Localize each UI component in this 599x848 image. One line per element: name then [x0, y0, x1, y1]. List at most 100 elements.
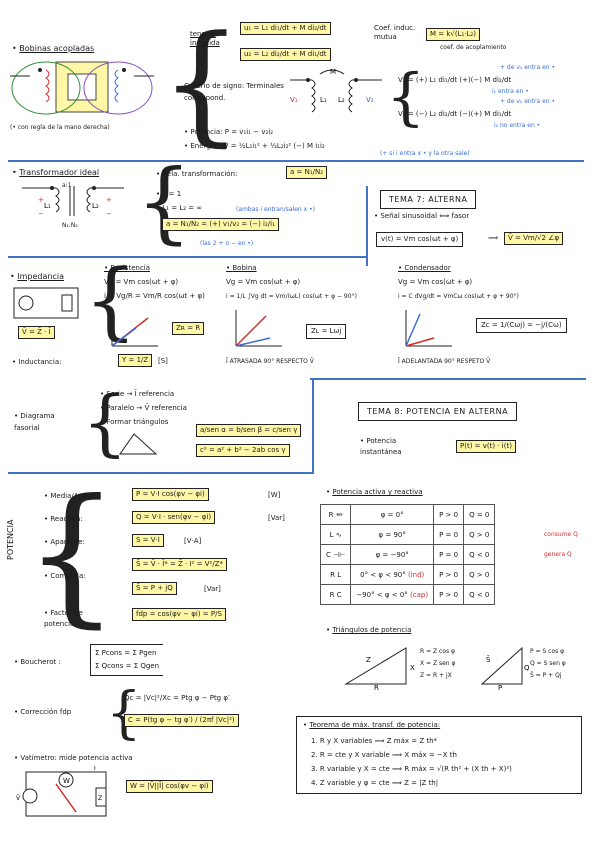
media-eq: P = V·I cos(φv − φi)	[132, 488, 209, 501]
aparente-unit: [V·A]	[184, 537, 202, 545]
aparente-label: • Aparente:	[44, 538, 85, 546]
eq-u2: u₂ = L₂ di₂/dt + M di₁/dt	[240, 48, 331, 61]
tema8-inst-eq: P(t) = v(t) · i(t)	[456, 440, 516, 453]
energia-eq: • Energía: W = ½L₁i₁² + ½L₂i₂² (−) M i₁i…	[184, 142, 325, 150]
fdp-eq: fdp = cos(φv − φi) = P/S	[132, 608, 226, 621]
compleja-unit: [Var]	[204, 585, 221, 593]
relation-label: • Rela. transformación:	[156, 170, 238, 178]
element-l-icon: L ∿	[319, 524, 352, 545]
transformer-big-note: (las 2 + o − en •)	[200, 240, 254, 247]
correction-eq1: Qc = |Vc|²/Xc = Ptg φ − Ptg φ′	[124, 694, 230, 702]
coef-note: coef. de acoplamiento	[440, 44, 507, 51]
divider-3	[310, 378, 586, 380]
diagram-serie: • Serie → Ī referencia	[100, 390, 175, 398]
transformer-title: • Transformador ideal	[12, 168, 100, 177]
resistencia-title: • Resistencia	[104, 264, 151, 272]
inductancia-eq: Y = 1/Z	[118, 354, 153, 367]
k-eq: • k = 1	[156, 190, 182, 198]
zc-eq: Zᴄ = 1/(Cωj) = −j/(Cω)	[476, 318, 567, 333]
v1-eq: V₁ = (+) L₁ di₁/dt (+)(−) M di₂/dt	[398, 76, 512, 84]
s-triangle-p: P	[498, 684, 502, 690]
maxpower-item-1: 1. R y X variables ⟹ Z máx = Z th*	[311, 737, 438, 745]
watt-eq: W = |V̄||Ī| cos(φv − φi)	[126, 780, 213, 793]
correction-brace: {	[106, 686, 142, 742]
maxpower-item-4: 4. Z variable y φ = cte ⟹ Z = |Z th|	[311, 779, 439, 787]
potencia-side: POTENCIA	[6, 519, 15, 560]
fdp-label: • Factor de potencia:	[44, 609, 83, 628]
criterio-v1: V₁	[290, 96, 298, 104]
diagram-paralelo: • Paralelo → V̄ referencia	[100, 404, 187, 412]
l-eq: • L₁ = L₂ = ∞	[156, 204, 203, 212]
z-eq-1: X = Z sen φ	[420, 660, 456, 667]
maxpower-box: • Teorema de máx. transf. de potencia: 1…	[296, 716, 582, 794]
s-eq-0: P = S cos φ	[530, 648, 565, 655]
transformer-l1: L₁	[44, 202, 51, 210]
zl-eq: Zʟ = Lωj	[306, 324, 347, 339]
resistencia-l1: Vg = Vm cos(ωt + φ)	[104, 278, 179, 286]
impedance-title: • Impedancia	[10, 272, 64, 281]
consume-note: consume Q	[544, 531, 578, 538]
boucherot-eq2: Σ Qcons = Σ Qgen	[95, 662, 160, 670]
note-v1: + de v₁ entra en •	[500, 64, 556, 71]
impedance-eq: V̄ = Z̄ · Ī	[18, 326, 55, 339]
tema7-senal: • Señal sinusoidal ⟺ fasor	[374, 212, 470, 220]
diagram-cosine: c² = a² + b² − 2ab cos γ	[196, 444, 290, 457]
tema7-eq-time: v(t) = Vm cos(ωt + φ)	[376, 232, 464, 247]
reactiva-unit: [Var]	[268, 514, 285, 522]
energia-note: (+ si i entra x • y la otra sale)	[380, 150, 470, 157]
s-triangle-q: Q	[524, 664, 530, 672]
s-eq-1: Q = S sen φ	[530, 660, 566, 667]
potencia-brace: {	[24, 468, 120, 642]
z-triangle: Z X R	[344, 647, 415, 690]
coupled-title: • Bobinas acopladas	[12, 44, 95, 53]
diagram-brace: {	[82, 380, 128, 464]
condensador-title: • Condensador	[398, 264, 451, 272]
genera-note: genera Q	[544, 551, 572, 558]
wattmeter-i: Ī	[94, 766, 96, 772]
condensador-l1: Vg = Vm cos(ωt + φ)	[398, 278, 473, 286]
compleja-eq1: S̄ = V̄ · Ī* = Z̄ · I² = V²/Z*	[132, 558, 228, 571]
coef-label: Coef. induc. mutua	[374, 24, 416, 41]
wattmeter-src: V̄	[16, 795, 21, 802]
z-eq-0: R = Z cos φ	[420, 648, 455, 655]
resistencia-l2: i = Vg/R = Vm/R cos(ωt + φ)	[104, 292, 205, 300]
z-triangle-r: R	[374, 684, 379, 690]
triangles-title: • Triángulos de potencia	[326, 626, 412, 634]
diagram-triangle	[119, 433, 158, 455]
compleja-eq2: S̄ = P + jQ	[132, 582, 177, 595]
impedance-circuit	[13, 287, 79, 319]
criterio-diagram: V₁ V₂ L₁ L₂ M	[290, 68, 382, 113]
maxpower-item-2: 2. R = cte y X variable ⟹ X máx = −X th	[311, 751, 457, 759]
media-unit: [W]	[268, 491, 281, 499]
diagram-sine: a/sen α = b/sen β = c/sen γ	[196, 424, 302, 437]
criterio-l1: L₁	[320, 96, 327, 104]
tema8-inst-label: • Potencia instantánea	[360, 437, 402, 456]
wattmeter-circuit: W V̄ Ī Z	[16, 766, 107, 817]
condensador-phasor	[405, 310, 452, 347]
s-eq-2: S̄ = P + Qj	[530, 672, 562, 679]
resistencia-phasor	[111, 310, 158, 347]
active-reactive-title: • Potencia activa y reactiva	[326, 488, 423, 496]
coupled-dot-note: (• con regla de la mano derecha)	[10, 124, 110, 131]
diagram-title: • Diagrama fasorial	[14, 412, 55, 432]
note-v2: + de v₂ entra en •	[500, 98, 556, 105]
criterio-label: Criterio de signo: Terminales correspond…	[184, 82, 284, 102]
divider-1	[8, 160, 584, 162]
note-i2: i₂ no entra en •	[494, 122, 541, 129]
inductancia-label: • Inductancia:	[12, 358, 62, 366]
element-rc-icon: R C	[319, 584, 352, 605]
boucherot-label: • Boucherot :	[14, 658, 61, 666]
condensador-l2: i = C dVg/dt = VmCω cos(ωt + φ + 90°)	[398, 293, 519, 300]
element-rl-icon: R L	[319, 564, 352, 585]
reactiva-eq: Q = V·I · sen(φv − φi)	[132, 511, 216, 524]
transformer-diagram: + + − − L₁ L₂	[22, 186, 124, 218]
criterio-l2: L₂	[338, 96, 345, 104]
diagram-triangulos: • Formar triángulos	[100, 418, 169, 426]
transformer-big-eq: a = N₁/N₂ = (+) v₁/v₂ = (−) i₂/i₁	[162, 218, 279, 231]
reactiva-label: • Reactiva:	[44, 515, 83, 523]
divider-tema7	[366, 186, 368, 266]
coef-eq: M = k√(L₁·L₂)	[426, 28, 480, 41]
bobina-title: • Bobina	[226, 264, 257, 272]
